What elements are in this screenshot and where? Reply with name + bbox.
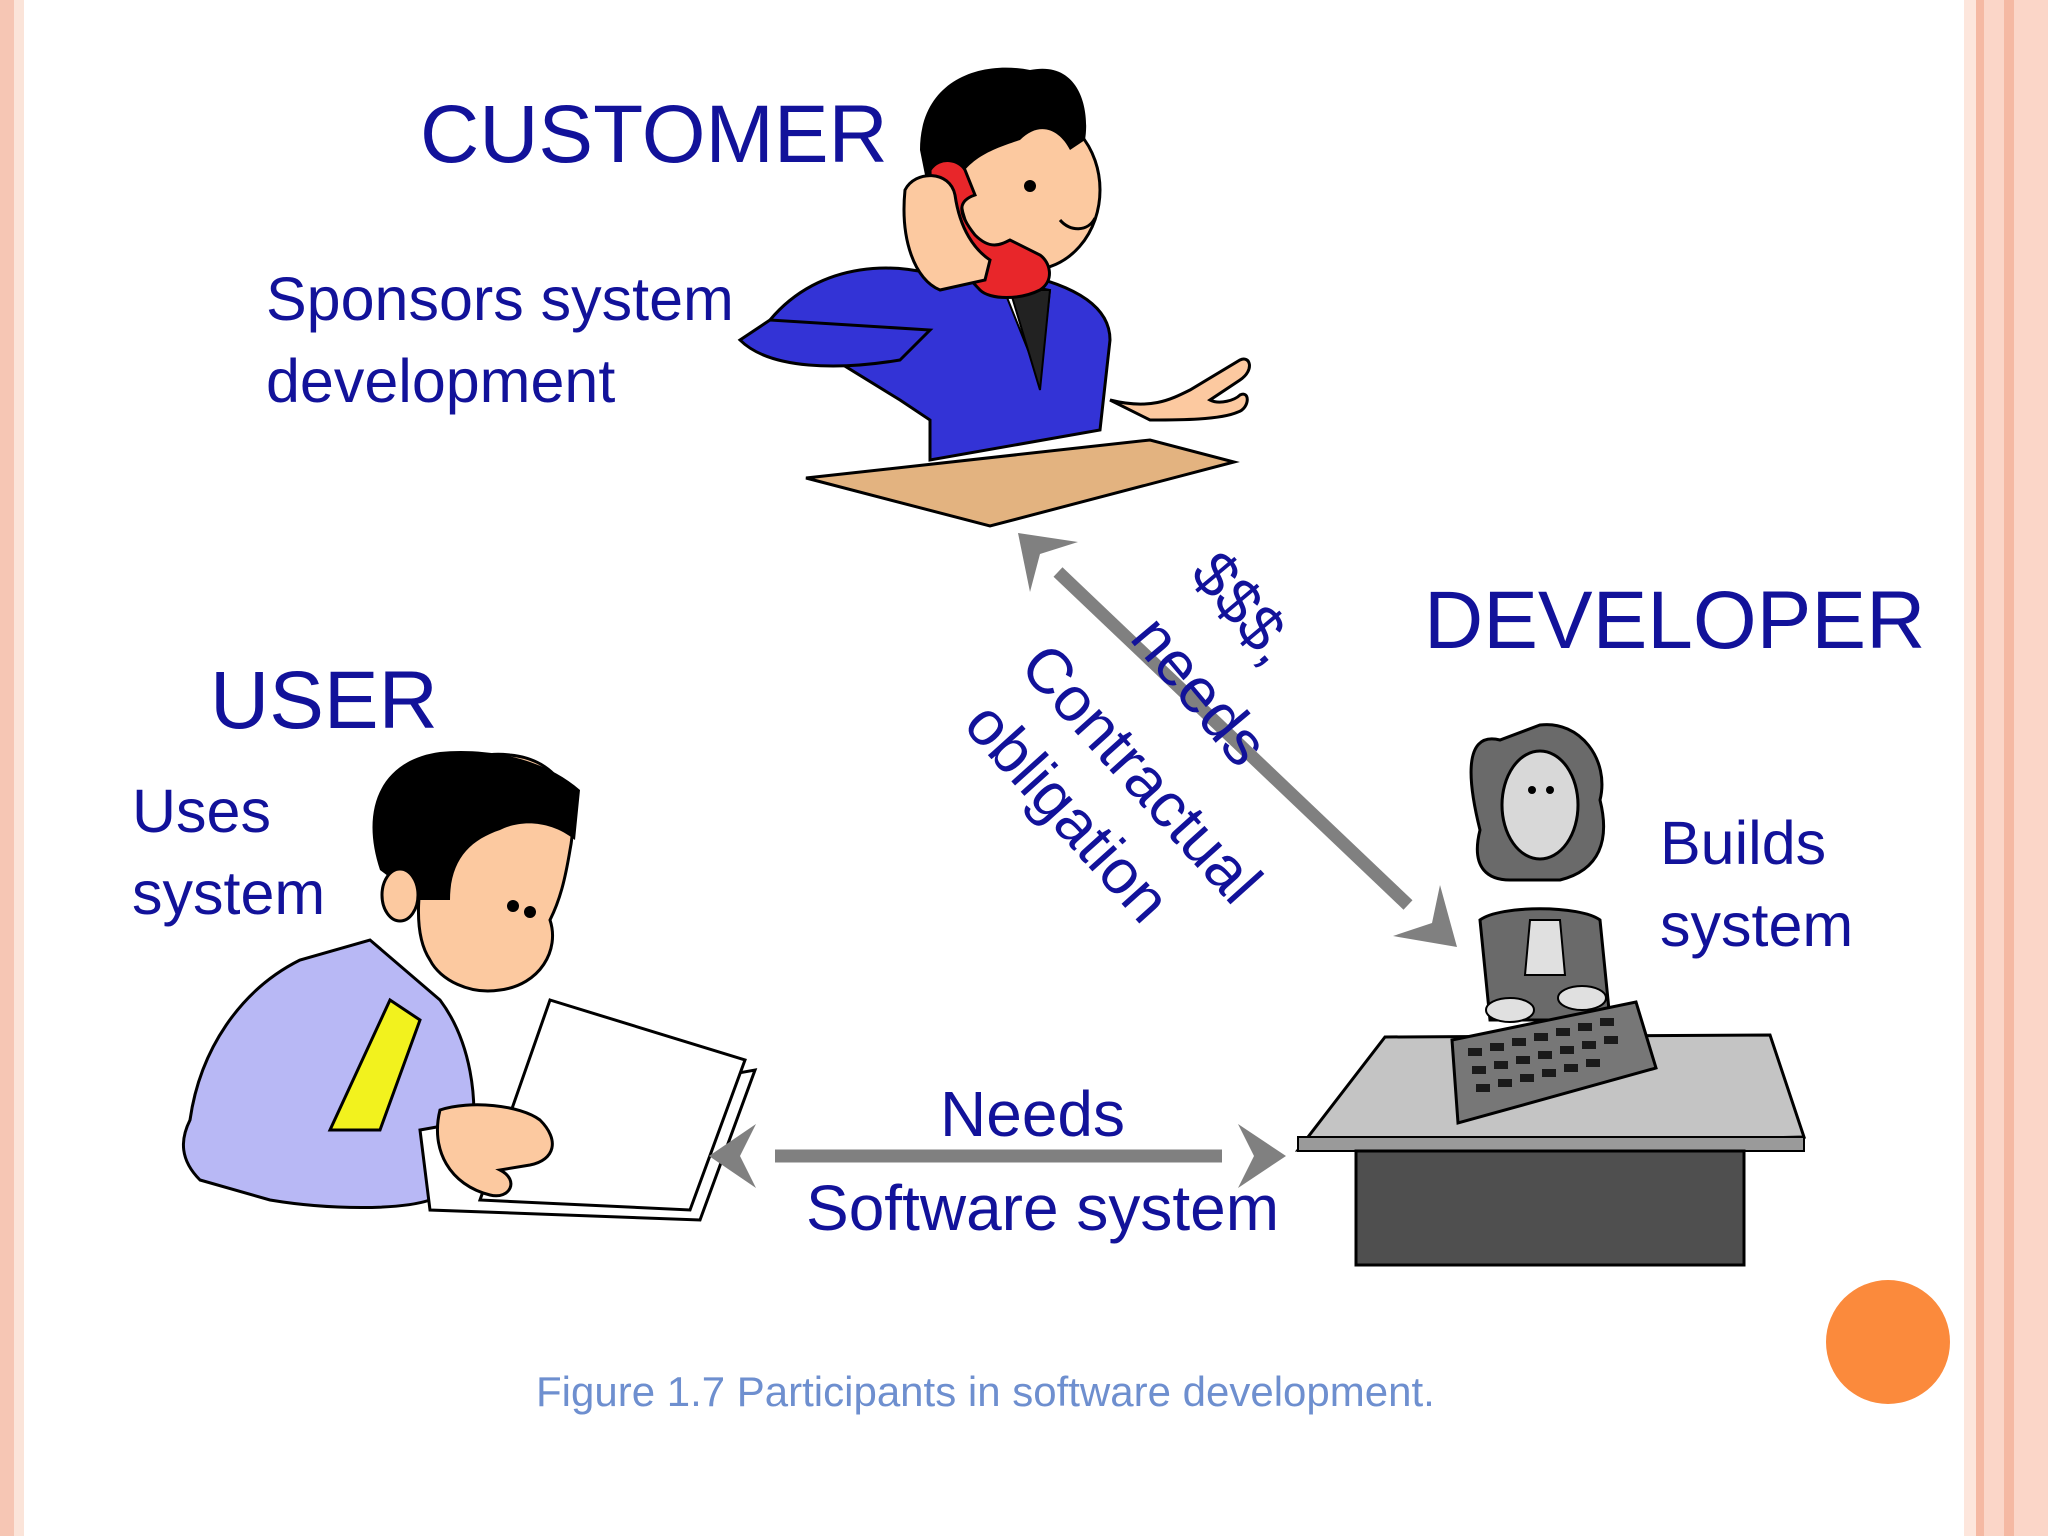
user-desc-line1: Uses [132,770,325,852]
user-title: USER [210,660,438,742]
developer-title: DEVELOPER [1424,580,1925,662]
user-desc: Uses system [132,770,325,934]
developer-desc: Builds system [1660,802,1853,966]
user-desc-line2: system [132,852,325,934]
figure-caption: Figure 1.7 Participants in software deve… [536,1368,1435,1416]
developer-desc-line1: Builds [1660,802,1853,884]
customer-desk [806,440,1234,526]
customer-desc-line1: Sponsors system [266,258,734,340]
customer-title: CUSTOMER [420,94,888,176]
customer-desc: Sponsors system development [266,258,734,422]
needs-label: Needs [940,1082,1125,1146]
orange-circle-decoration [1826,1280,1950,1404]
customer-desc-line2: development [266,340,734,422]
developer-figure-icon [1452,725,1656,1123]
developer-desc-line2: system [1660,884,1853,966]
software-system-label: Software system [806,1176,1279,1240]
